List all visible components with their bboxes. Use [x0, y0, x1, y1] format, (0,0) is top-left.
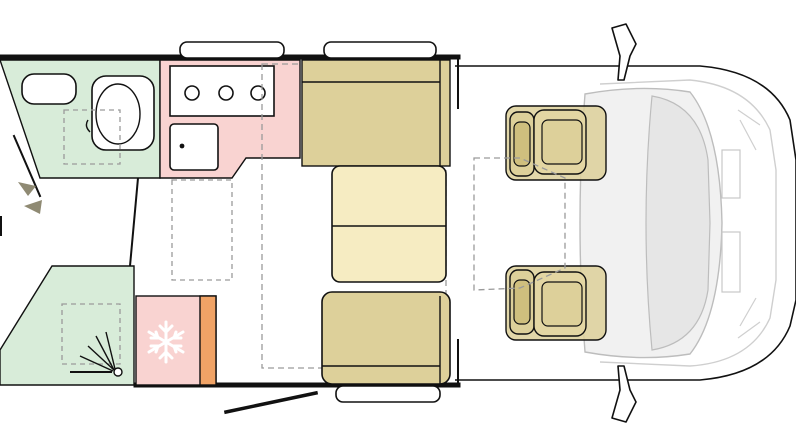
seat-bottom-cushion [335, 385, 441, 403]
swivel-dashed-outline [473, 157, 566, 291]
washroom [0, 59, 161, 179]
cab-door-line-bottom [737, 297, 761, 339]
seat-bottom [321, 291, 451, 385]
dinette [301, 41, 451, 403]
kitchen-dashed-cabinet [171, 179, 233, 281]
washbasin [21, 73, 77, 105]
kitchen-top-cushion [179, 41, 285, 59]
bathroom-divider [128, 176, 140, 268]
cab-vent-2 [721, 231, 741, 293]
fridge [135, 295, 217, 386]
entry-arrows-icon [18, 182, 42, 214]
kitchen [159, 41, 301, 281]
dashboard [645, 95, 711, 351]
shower [0, 265, 135, 386]
cab-outline [455, 65, 796, 381]
shower-icon [70, 331, 123, 377]
toilet-icon [85, 75, 155, 151]
cab-door-line-top [737, 109, 761, 151]
mirror-bottom-icon [611, 365, 637, 423]
cab-seat-top [505, 105, 607, 181]
cab-seat-bottom [505, 265, 607, 341]
mirror-top-icon [611, 23, 637, 81]
snowflake-icon [147, 320, 185, 364]
cab-body-inner [599, 79, 777, 367]
hob-icon [169, 65, 275, 117]
shower-floor [0, 265, 135, 386]
cab [455, 23, 796, 423]
washroom-dashed-area [63, 109, 121, 165]
sink-icon [169, 123, 219, 171]
shower-tray-dashed [61, 303, 121, 365]
door-line [223, 390, 319, 415]
seat-top-cushion [323, 41, 437, 59]
seat-top [301, 59, 451, 167]
fridge-trim [199, 295, 217, 386]
cab-vent-1 [721, 149, 741, 199]
table-bed-cushion [331, 165, 447, 283]
